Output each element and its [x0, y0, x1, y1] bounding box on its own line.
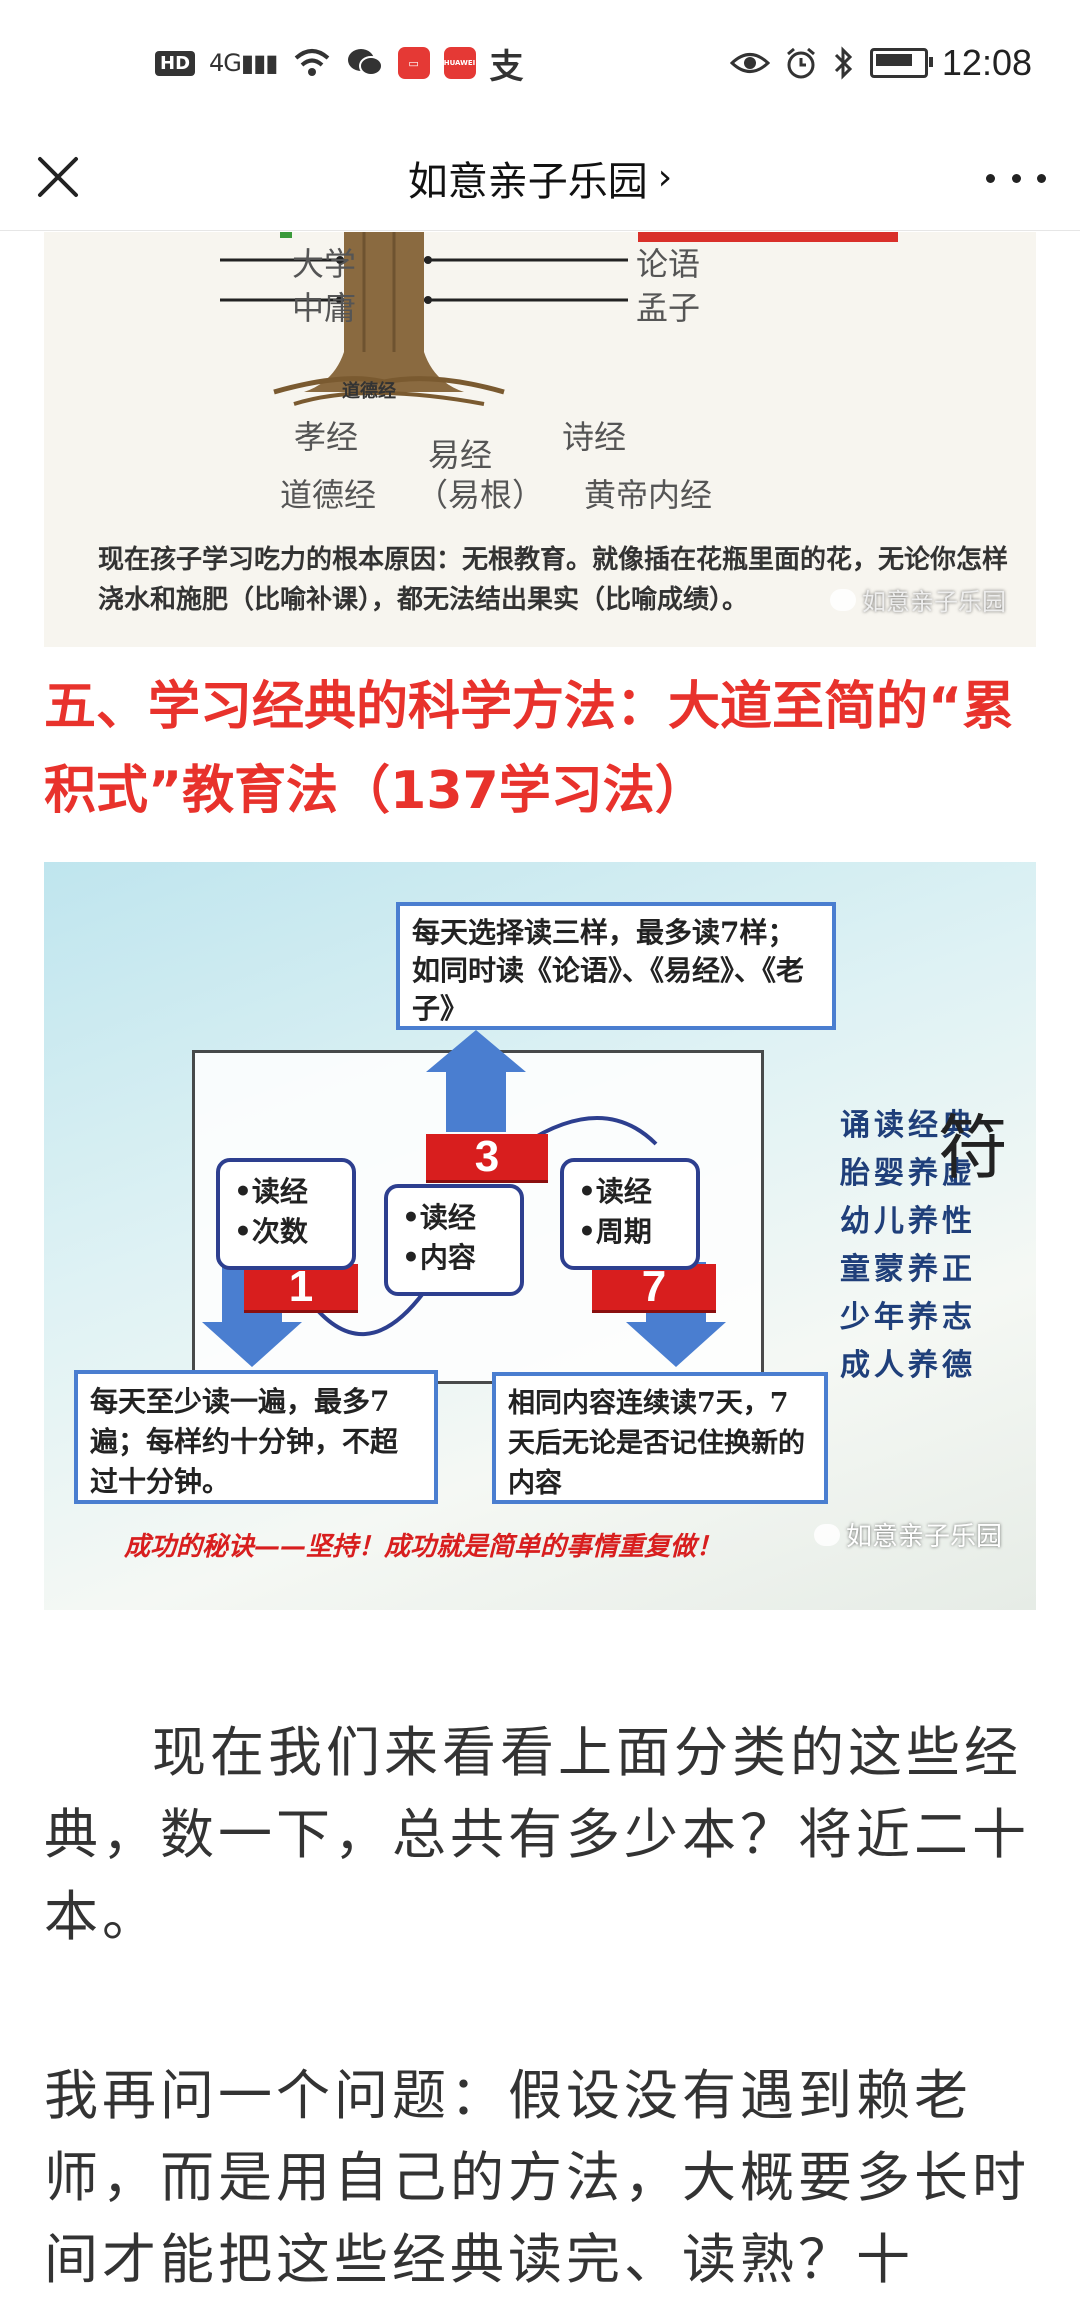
alarm-icon	[786, 47, 815, 79]
step-3-tag: 3	[426, 1132, 548, 1181]
status-right: 12:08	[729, 38, 1032, 88]
bottom-right-box: 相同内容连续读7天，7天后无论是否记住换新的内容	[492, 1372, 828, 1504]
eye-icon	[729, 53, 770, 73]
more-dot-icon	[986, 173, 995, 183]
chevron-right-icon: ›	[657, 157, 673, 198]
network-label: 4G▮▮▮	[209, 49, 278, 77]
nav-title[interactable]: 如意亲子乐园 ›	[0, 125, 1080, 230]
wechat-icon	[347, 49, 383, 76]
hd-badge: HD	[155, 50, 196, 76]
signal-icon: ▮▮▮	[240, 49, 279, 77]
article-image-tree[interactable]: 大学中庸 论语孟子 道德经 孝经易经诗经 道德经（易根）黄帝内经 现在孩子学习吃…	[44, 232, 1036, 647]
wifi-icon	[294, 49, 329, 76]
nav-bar: 如意亲子乐园 ›	[0, 125, 1080, 231]
more-button[interactable]	[986, 163, 1046, 193]
card-times: •读经•次数	[216, 1158, 356, 1270]
step-1-tag: 1	[244, 1262, 358, 1311]
watermark: 如意亲子乐园	[830, 582, 1006, 617]
watermark: 如意亲子乐园	[813, 1516, 1002, 1553]
section-heading: 五、学习经典的科学方法：大道至简的“累积式”教育法（137学习法）	[44, 677, 1015, 821]
paragraph-2: 我再问一个问题：假设没有遇到赖老师，而是用自己的方法，大概要多长时间才能把这些经…	[44, 2064, 1030, 2291]
card-content: •读经•内容	[384, 1184, 524, 1296]
more-dot-icon	[1011, 173, 1021, 183]
roots-row1: 孝经易经诗经	[294, 418, 627, 474]
roots-row2: 道德经（易根）黄帝内经	[280, 476, 713, 514]
bottom-left-box: 每天至少读一遍，最多7遍；每样约十分钟，不超过十分钟。	[74, 1370, 438, 1504]
slogan: 成功的秘诀——坚持！成功就是简单的事情重复做！	[124, 1532, 723, 1562]
poem-lines: 诵读经典胎婴养虚幼儿养性 童蒙养正少年养志成人养德	[840, 1108, 976, 1383]
card-period: •读经•周期	[560, 1158, 700, 1270]
status-left: HD 4G▮▮▮ ▭ HUAWEI 支	[155, 38, 524, 88]
tree-left-labels: 大学中庸	[292, 245, 357, 327]
article-image-137-method[interactable]: 每天选择读三样，最多读7样；如同时读《论语》、《易经》、《老子》 3 1 7 •…	[44, 862, 1036, 1610]
clock: 12:08	[941, 42, 1032, 83]
huawei-app-icon: HUAWEI	[443, 47, 476, 79]
calligraphy-char: 符	[938, 1107, 1008, 1189]
tree-caption: 现在孩子学习吃力的根本原因：无根教育。就像插在花瓶里面的花，无论你怎样浇水和施肥…	[98, 545, 1009, 615]
root-label: 道德经	[342, 381, 396, 402]
book-app-icon: ▭	[397, 47, 430, 79]
wechat-watermark-icon	[830, 588, 856, 611]
paragraph-1: 现在我们来看看上面分类的这些经典，数一下，总共有多少本？将近二十本。	[44, 1721, 1030, 1948]
status-bar: HD 4G▮▮▮ ▭ HUAWEI 支 12:08	[0, 0, 1080, 125]
battery-icon	[869, 48, 933, 78]
bluetooth-icon	[834, 46, 853, 80]
alipay-icon: 支	[489, 46, 524, 87]
top-explain-box: 每天选择读三样，最多读7样；如同时读《论语》、《易经》、《老子》	[396, 902, 836, 1030]
tree-illustration	[220, 232, 898, 406]
wechat-watermark-icon	[813, 1523, 840, 1546]
account-name[interactable]: 如意亲子乐园	[407, 158, 648, 205]
close-icon	[38, 157, 78, 197]
step-7-tag: 7	[592, 1262, 716, 1311]
tree-right-labels: 论语孟子	[636, 245, 701, 327]
close-button[interactable]	[28, 147, 88, 207]
more-dot-icon	[1037, 173, 1046, 183]
